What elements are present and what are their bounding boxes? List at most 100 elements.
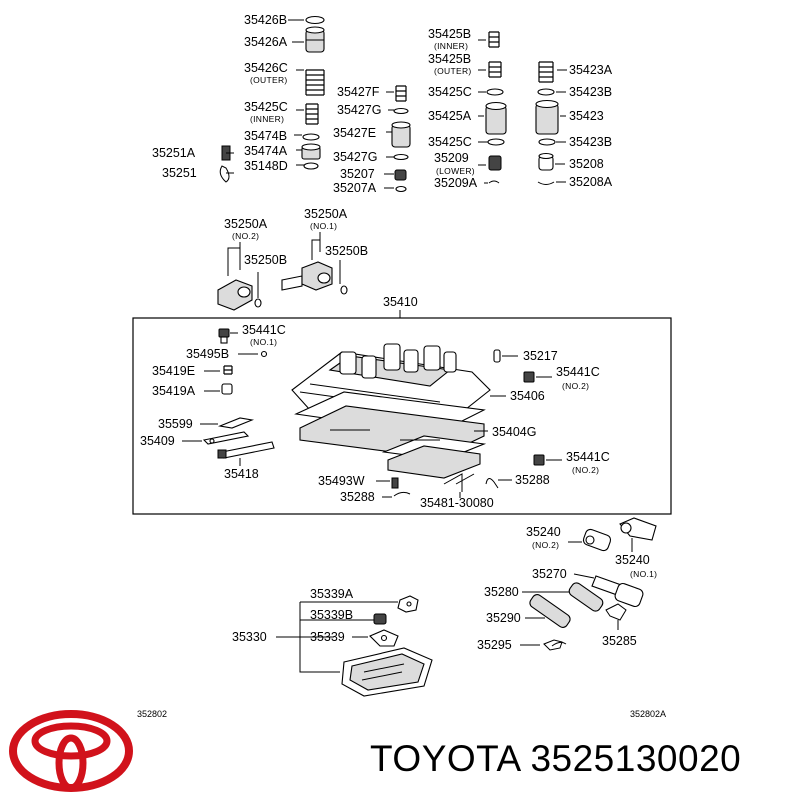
part-35441C-no1-screw <box>218 328 230 344</box>
label-35423B-upper: 35423B <box>569 85 612 99</box>
part-35290-solenoid <box>529 594 571 628</box>
part-35209-plug <box>488 155 502 171</box>
note-35209: (LOWER) <box>436 166 475 176</box>
label-35599: 35599 <box>158 417 193 431</box>
part-35474B-ring <box>302 133 320 141</box>
label-35425B-outer: 35425B <box>428 52 471 66</box>
label-35419A: 35419A <box>152 384 196 398</box>
part-35481-30080-wire <box>443 473 475 492</box>
label-35339A: 35339A <box>310 587 354 601</box>
part-35330-strainer <box>341 647 433 697</box>
part-35426C-spring <box>305 69 325 96</box>
label-35295: 35295 <box>477 638 512 652</box>
label-35426A: 35426A <box>244 35 288 49</box>
label-35251A: 35251A <box>152 146 196 160</box>
part-35208A-clip <box>537 181 555 185</box>
part-35250B-right-ring <box>340 285 348 295</box>
label-35474B: 35474B <box>244 129 287 143</box>
note-35425B-inner: (INNER) <box>434 41 468 51</box>
part-35425B-inner-spring <box>488 31 500 48</box>
part-35427G-ring-upper <box>393 107 409 115</box>
note-35270: (NO.1) <box>630 569 657 579</box>
part-35425C-ring-lower <box>487 138 505 146</box>
note-35441C-no2-lower: (NO.2) <box>572 465 599 475</box>
label-35419E: 35419E <box>152 364 195 378</box>
label-35425A: 35425A <box>428 109 472 123</box>
part-35423B-ring-upper <box>537 88 555 96</box>
toyota-emblem-icon <box>9 710 133 792</box>
label-35290: 35290 <box>486 611 521 625</box>
label-35339B: 35339B <box>310 608 353 622</box>
part-35425A-plug <box>485 101 507 135</box>
label-35423A: 35423A <box>569 63 613 77</box>
part-35209A-clip <box>488 180 500 184</box>
part-35217-pin <box>493 349 501 363</box>
note-35250A-no1: (NO.1) <box>310 221 337 231</box>
label-35427F: 35427F <box>337 85 380 99</box>
label-35441C-no2-upper: 35441C <box>556 365 600 379</box>
ref-right: 352802A <box>630 709 666 719</box>
part-35270-solenoid <box>591 575 644 608</box>
label-35207: 35207 <box>340 167 375 181</box>
part-35441C-no2-screw-upper <box>523 371 535 383</box>
part-35250A-no1-solenoid <box>281 261 333 291</box>
part-35427E-plug <box>391 121 411 148</box>
part-35426A-plug <box>305 26 325 53</box>
part-35495B-ball <box>260 350 268 358</box>
label-35481-30080: 35481-30080 <box>420 496 494 510</box>
label-35425B-inner: 35425B <box>428 27 471 41</box>
part-35426B-ring <box>305 15 325 25</box>
label-35493W: 35493W <box>318 474 365 488</box>
part-35240-no1-solenoid <box>619 517 657 541</box>
label-35426B: 35426B <box>244 13 287 27</box>
part-35339B-bolt <box>373 613 387 625</box>
label-35330: 35330 <box>232 630 267 644</box>
note-35426C: (OUTER) <box>250 75 288 85</box>
label-35425C-left: 35425C <box>244 100 288 114</box>
part-35339-gasket <box>369 629 399 647</box>
label-35250A-no1: 35250A <box>304 207 348 221</box>
part-35285-bracket <box>605 603 627 621</box>
brand-line: TOYOTA 3525130020 <box>370 738 741 780</box>
note-35425B-outer: (OUTER) <box>434 66 472 76</box>
label-35285: 35285 <box>602 634 637 648</box>
label-35270: 35270 <box>532 567 567 581</box>
label-35425C-lower: 35425C <box>428 135 472 149</box>
label-35208: 35208 <box>569 157 604 171</box>
part-35207A-ring <box>395 185 407 193</box>
label-35410: 35410 <box>383 295 418 309</box>
label-35280: 35280 <box>484 585 519 599</box>
part-35251-clip <box>219 165 230 183</box>
note-35425C-left: (INNER) <box>250 114 284 124</box>
part-35423B-ring-lower <box>538 138 556 146</box>
assembly-35410-frame <box>132 317 672 515</box>
label-35148D: 35148D <box>244 159 288 173</box>
label-35209: 35209 <box>434 151 469 165</box>
label-35427G-lower: 35427G <box>333 150 377 164</box>
label-35423B-lower: 35423B <box>569 135 612 149</box>
label-35217: 35217 <box>523 349 558 363</box>
label-35409: 35409 <box>140 434 175 448</box>
label-35441C-no2-lower: 35441C <box>566 450 610 464</box>
part-35423A-spring <box>538 61 554 83</box>
label-35426C: 35426C <box>244 61 288 75</box>
part-35339A-gasket <box>397 595 419 613</box>
label-35404G: 35404G <box>492 425 536 439</box>
part-35418-pin <box>217 441 275 459</box>
label-35208A: 35208A <box>569 175 613 189</box>
label-35427E: 35427E <box>333 126 376 140</box>
part-35425C-inner-spring <box>305 103 319 125</box>
ref-left: 352802 <box>137 709 167 719</box>
part-35425C-ring-upper <box>486 88 504 96</box>
label-35250A-no2: 35250A <box>224 217 268 231</box>
part-35474A-plug <box>301 143 321 160</box>
label-35250B-left: 35250B <box>244 253 287 267</box>
label-35495B: 35495B <box>186 347 229 361</box>
part-35250B-left-ring <box>254 298 262 308</box>
note-35441C-no2-upper: (NO.2) <box>562 381 589 391</box>
label-35207A: 35207A <box>333 181 377 195</box>
label-35209A: 35209A <box>434 176 478 190</box>
label-35240-no1: 35240 <box>615 553 650 567</box>
label-35288-right: 35288 <box>515 473 550 487</box>
